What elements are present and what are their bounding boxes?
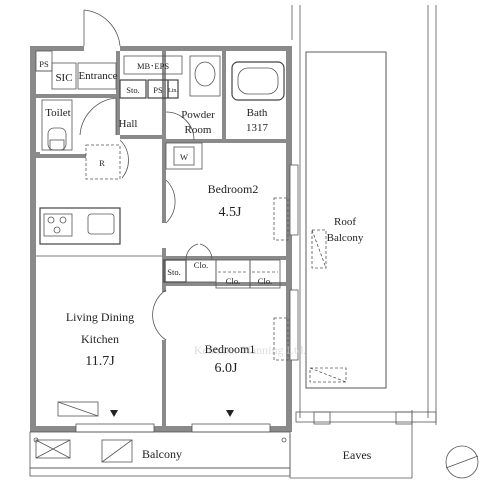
- balcony-label: Balcony: [142, 447, 182, 461]
- clo-2-label: Clo.: [226, 276, 240, 286]
- ps-top-label: PS: [39, 59, 49, 69]
- balcony-area: [29, 431, 291, 477]
- ldk-size-label: 11.7J: [85, 354, 115, 369]
- bedroom1-size-label: 6.0J: [215, 361, 239, 376]
- roof-balcony-label: Roof: [334, 216, 356, 228]
- powder-label: Powder: [181, 109, 215, 121]
- entrance-label: Entrance: [78, 70, 117, 82]
- door-swings: [79, 9, 213, 341]
- north-arrow-icon: [445, 445, 479, 479]
- bedroom2-size-label: 4.5J: [219, 205, 243, 220]
- ps-hall-label: PS: [153, 85, 163, 95]
- ldk-label: Living Dining: [66, 310, 134, 324]
- powder-room-label: Room: [185, 124, 212, 136]
- clo-1-label: Clo.: [194, 260, 208, 270]
- roof-balcony-label-2: Balcony: [327, 232, 364, 244]
- hall-label: Hall: [119, 118, 138, 130]
- bath-size-label: 1317: [246, 122, 269, 134]
- room-labels: PS SIC Entrance MB･EPS Sto. PS Lin. Toil…: [39, 59, 371, 462]
- ldk-kitchen-label: Kitchen: [81, 332, 119, 346]
- eaves-label: Eaves: [343, 448, 372, 462]
- washer-label: W: [180, 152, 188, 162]
- refrigerator-label: R: [99, 158, 105, 168]
- outer-walls: [30, 46, 292, 432]
- bath-label: Bath: [247, 107, 268, 119]
- bedroom1-label: Bedroom1: [205, 342, 256, 356]
- sto-hall-label: Sto.: [126, 85, 139, 95]
- mb-eps-label: MB･EPS: [137, 61, 169, 71]
- lin-label: Lin.: [168, 88, 178, 94]
- sto-mid-label: Sto.: [167, 267, 180, 277]
- clo-3-label: Clo.: [258, 276, 272, 286]
- toilet-label: Toilet: [45, 107, 71, 119]
- sic-label: SIC: [55, 72, 72, 84]
- fixtures: [35, 50, 347, 433]
- watermark: Kentonet Planning Ltd.: [194, 343, 306, 357]
- bedroom2-label: Bedroom2: [208, 182, 259, 196]
